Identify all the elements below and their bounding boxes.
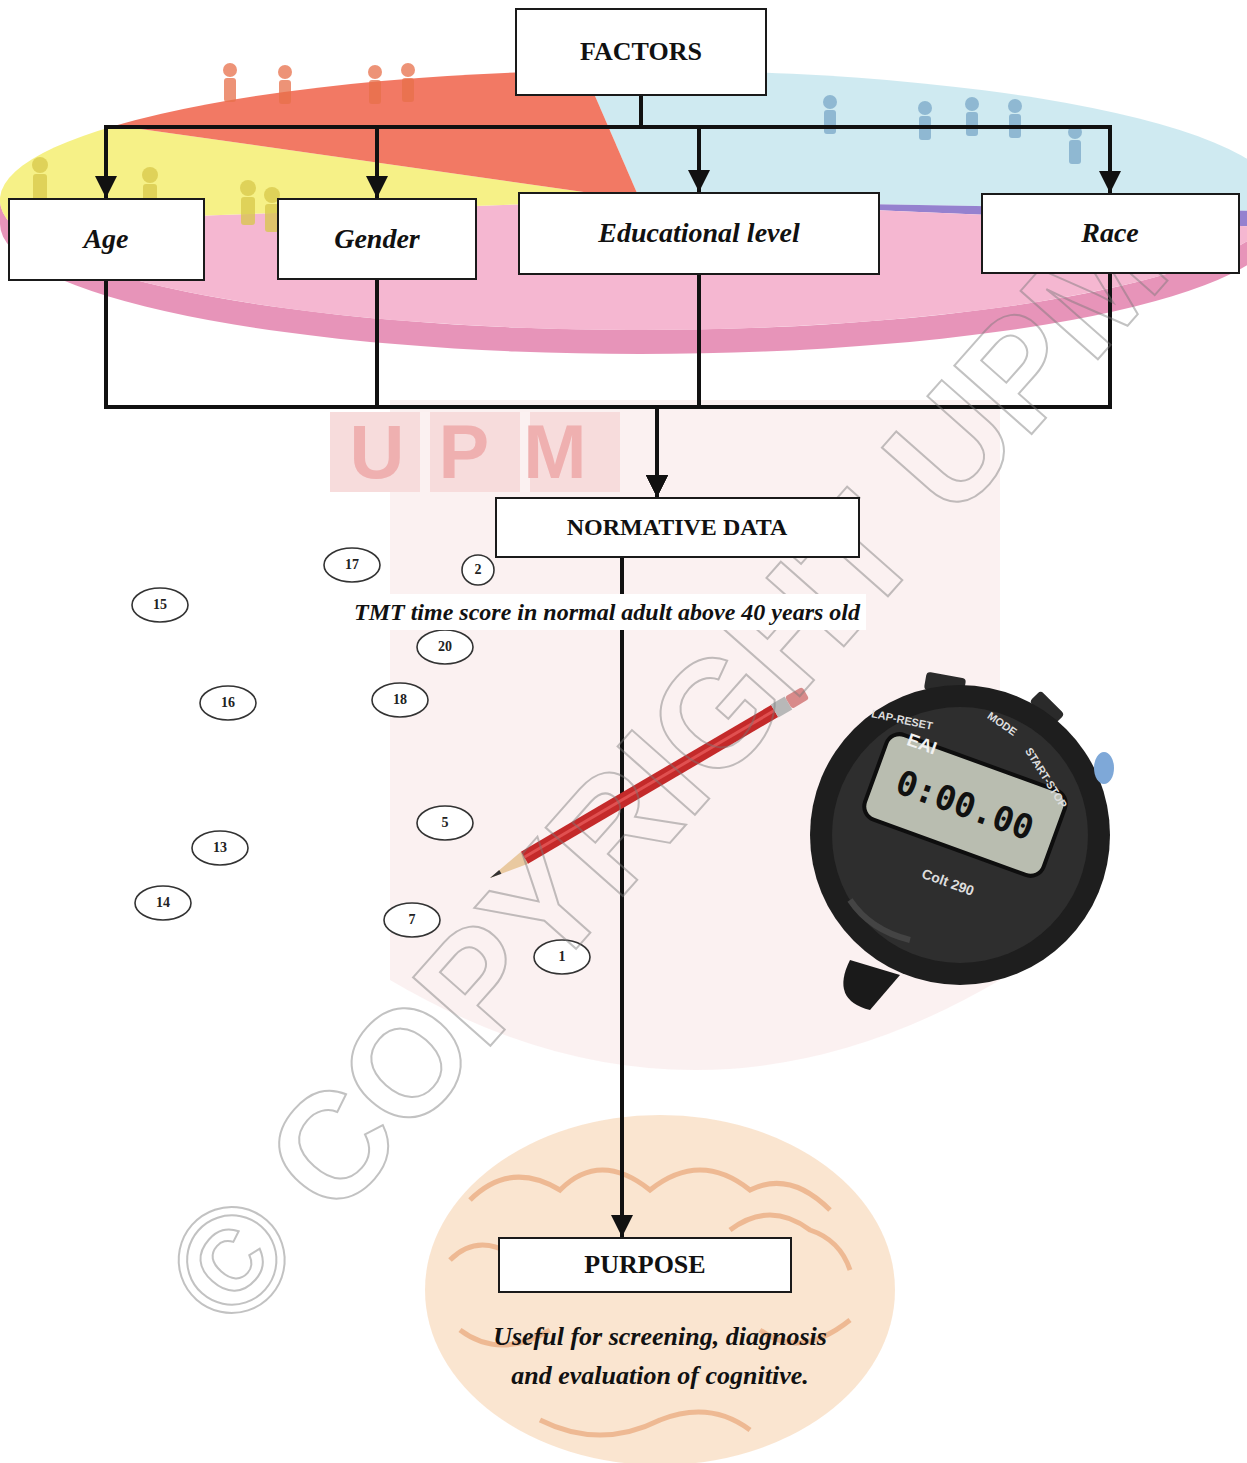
box-heading: FACTORS [580, 38, 702, 67]
purpose-box: PURPOSEUseful for screening, diagnosis a… [498, 1237, 792, 1293]
result-box: NORMATIVE DATATMT time score in normal a… [495, 497, 860, 558]
tmt-number: 1 [559, 950, 566, 964]
logo-watermark: UPM [350, 414, 621, 490]
connector-arrow [106, 96, 641, 198]
box-caption: Useful for screening, diagnosis and eval… [475, 1317, 845, 1395]
brain-image [425, 1115, 895, 1463]
tmt-number: 15 [153, 598, 167, 612]
factor-box: Age [8, 198, 205, 281]
connector-arrow [377, 96, 641, 198]
box-heading: Age [83, 224, 128, 255]
logo-blocks [330, 412, 620, 492]
box-heading: Educational level [598, 218, 799, 249]
connector-arrow [657, 275, 699, 497]
factor-box: FACTORS [515, 8, 767, 96]
box-caption: TMT time score in normal adult above 40 … [348, 594, 866, 630]
tmt-number: 5 [442, 816, 449, 830]
connector-arrow [641, 96, 699, 192]
connector-arrow [106, 281, 657, 497]
factor-box: Race [981, 193, 1240, 274]
tmt-number: 17 [345, 558, 359, 572]
box-heading: Gender [334, 224, 420, 255]
tmt-number: 16 [221, 696, 235, 710]
tmt-number: 13 [213, 841, 227, 855]
tmt-number: 14 [156, 896, 170, 910]
connector-arrow [641, 96, 1110, 193]
tmt-number: 2 [475, 563, 482, 577]
factor-box: Gender [277, 198, 477, 280]
factor-box: Educational level [518, 192, 880, 275]
box-heading: NORMATIVE DATA [567, 514, 788, 540]
tmt-number: 20 [438, 640, 452, 654]
tmt-number: 7 [409, 913, 416, 927]
tmt-number: 18 [393, 693, 407, 707]
box-heading: Race [1081, 218, 1139, 249]
stopwatch [810, 672, 1114, 1010]
box-heading: PURPOSE [584, 1251, 705, 1280]
